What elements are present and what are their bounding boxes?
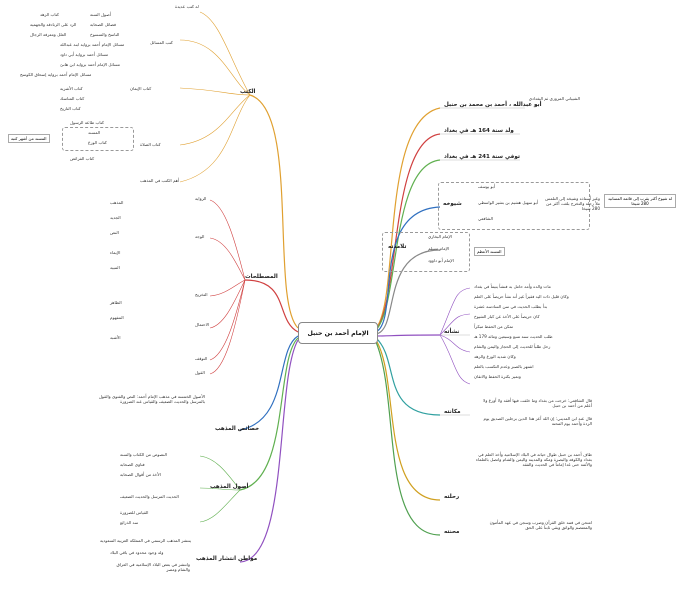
topic-terms[interactable]: المصطلحات <box>245 274 278 280</box>
book-3: كتاب الزهد <box>40 12 59 17</box>
features-text: الأصول الخمسة في مذهب الإمام أحمد: النص … <box>98 394 205 405</box>
principle-1: النصوص من الكتاب والسنة <box>120 452 167 457</box>
book-14: كتاب الأشربة <box>60 86 83 91</box>
book-13: كتاب الإيمان <box>130 86 152 91</box>
journey-text: طاف أحمد بن حنبل طوال حياته في البلاد ال… <box>475 452 592 468</box>
term-11: التنبيه <box>110 265 120 270</box>
book-4: فضائل الصحابة <box>90 22 117 27</box>
books-side-note: المسند من أشهر كتبه <box>8 134 50 143</box>
topic-journey[interactable]: رحلته <box>444 494 460 500</box>
book-12: مسائل الإمام أحمد برواية إسحاق الكوسج <box>20 72 92 77</box>
term-7: المذهب <box>110 200 124 205</box>
term-2: الوجه <box>195 234 205 239</box>
term-10: الإيماء <box>110 250 121 255</box>
topic-died[interactable]: توفي سنة 241 هـ في بغداد <box>444 154 520 160</box>
topic-born[interactable]: ولد سنة 164 هـ في بغداد <box>444 128 514 134</box>
book-16: كتاب التاريخ <box>60 106 81 111</box>
principle-6: سد الذرائع <box>120 520 139 525</box>
teacher-2: أبو سهيل هشيم بن بشير الواسطي <box>478 200 539 205</box>
topic-name-detail: الشيباني المروزي ثم البغدادي <box>528 96 580 101</box>
book-2: أصول السنة <box>90 12 111 17</box>
book-18: كتاب طاعة الرسول <box>70 120 104 125</box>
topic-features[interactable]: خصائص المذهب <box>215 426 260 432</box>
principle-2: فتاوى الصحابة <box>120 462 145 467</box>
trial-text: امتحن في فتنة خلق القرآن وضرب وسجن في عه… <box>489 520 592 531</box>
principle-5: القياس للضرورة <box>120 510 149 515</box>
book-7: العلل ومعرفة الرجال <box>30 32 67 37</box>
ordeal-item-10: وتميز بكثرة الحفظ والاتقان <box>474 374 521 379</box>
term-6: القول <box>195 370 205 375</box>
book-8: كتب المسائل <box>150 40 173 45</box>
teachers-count: له شيوخ أكثر يقرب إلى قائمة المسانيد 280… <box>604 194 676 208</box>
book-21: كتاب الفرائض <box>70 156 95 161</box>
student-2: الإمام مسلم <box>428 246 450 251</box>
book-9: مسائل الإمام أحمد برواية ابنه عبدالله <box>60 42 125 47</box>
topic-trial[interactable]: محنته <box>444 529 460 535</box>
book-10: مسائل أحمد برواية أبي داود <box>60 52 109 57</box>
topic-principles[interactable]: أصول المذهب <box>210 484 249 490</box>
ordeal-item-8: وكان شديد الورع والزهد <box>474 354 516 359</box>
book-19: المسند <box>88 130 101 135</box>
book-11: مسائل الإمام أحمد برواية ابن هانئ <box>60 62 121 67</box>
teacher-3: الشافعي <box>478 216 493 221</box>
central-topic[interactable]: الإمام أحمد بن حنبل <box>298 322 378 344</box>
ordeal-item-7: رحل طلباً للحديث إلى الحجاز واليمن والشا… <box>474 344 551 349</box>
topic-ordeal[interactable]: نشأته <box>444 329 460 335</box>
term-9: النص <box>110 230 119 235</box>
ordeal-item-2: وكان قليل ذات اليد فقيراً غير أنه نشأ حر… <box>474 294 569 299</box>
student-1: الإمام البخاري <box>428 234 452 239</box>
teachers-note: وغير أستاذه وشيخه إلى التلمس ملأ رحلة وا… <box>545 196 600 212</box>
ordeal-item-4: كان حريصاً على الأخذ عن كبار الشيوخ <box>474 314 540 319</box>
spread-1: ينتشر المذهب الرسمي في المملكة العربية ا… <box>100 538 192 543</box>
spread-3: وانتشر في بعض البلاد الإسلامية في العراق… <box>116 562 190 573</box>
principle-3: الأخذ من أقوال الصحابة <box>120 472 161 477</box>
topic-name[interactable]: أبو عبدالله ، أحمد بن محمد بن حنبل <box>444 102 542 108</box>
topic-spread[interactable]: مواطن انتشار المذهب <box>196 556 258 562</box>
book-15: كتاب المناسك <box>60 96 85 101</box>
book-20: كتاب الورع <box>88 140 107 145</box>
book-5: الرد على الزنادقة والجهمية <box>30 22 77 27</box>
students-group <box>382 232 470 272</box>
teacher-1: أبو يوسف <box>478 184 495 189</box>
ordeal-item-1: مات والده وأمه حامل به فنشأ يتيماً في بغ… <box>474 284 551 289</box>
books-note: أهم الكتب في المذهب <box>140 178 180 183</box>
status-item-1: قال الشافعي: خرجت من بغداد وما خلفت فيها… <box>482 398 592 409</box>
ordeal-item-5: تمكن من الحفظ مبكراً <box>474 324 514 329</box>
teachers-group <box>438 182 590 230</box>
term-4: الاحتمال <box>195 322 210 327</box>
term-13: المفهوم <box>110 315 124 320</box>
book-6: الناسخ والمنسوخ <box>90 32 120 37</box>
topic-students[interactable]: تلامذته <box>388 244 407 250</box>
spread-2: وله وجود محدود في باقي البلاد <box>110 550 164 555</box>
ordeal-item-6: طلب الحديث سنة تسع وسبعين ومائة 179 هـ <box>474 334 553 339</box>
term-14: الأشبه <box>110 335 121 340</box>
term-8: الجديد <box>110 215 121 220</box>
ordeal-item-3: بدأ بطلب الحديث في سن السادسة عشرة <box>474 304 548 309</box>
topic-status[interactable]: مكانته <box>444 409 461 415</box>
musnad-group <box>62 127 134 151</box>
term-3: التخريج <box>195 292 208 297</box>
term-5: التوقف <box>195 356 208 361</box>
book-1: له كتب عديدة <box>175 4 199 9</box>
status-item-2: قال عنه ابن المديني: إن الله أعز هذا الد… <box>483 416 592 427</box>
student-3: الإمام أبو داوود <box>428 258 454 263</box>
term-12: الظاهر <box>110 300 122 305</box>
topic-teachers[interactable]: شيوخه <box>443 201 462 207</box>
principle-4: الحديث المرسل والحديث الضعيف <box>120 494 179 499</box>
book-17: كتاب الصلاة <box>140 142 161 147</box>
topic-books[interactable]: الكتب <box>240 89 256 95</box>
students-extra: المسند الأعظم <box>474 247 505 256</box>
term-1: الرواية <box>195 196 207 201</box>
ordeal-item-9: اشتهر بالصبر وعدم التكسب بالعلم <box>474 364 534 369</box>
